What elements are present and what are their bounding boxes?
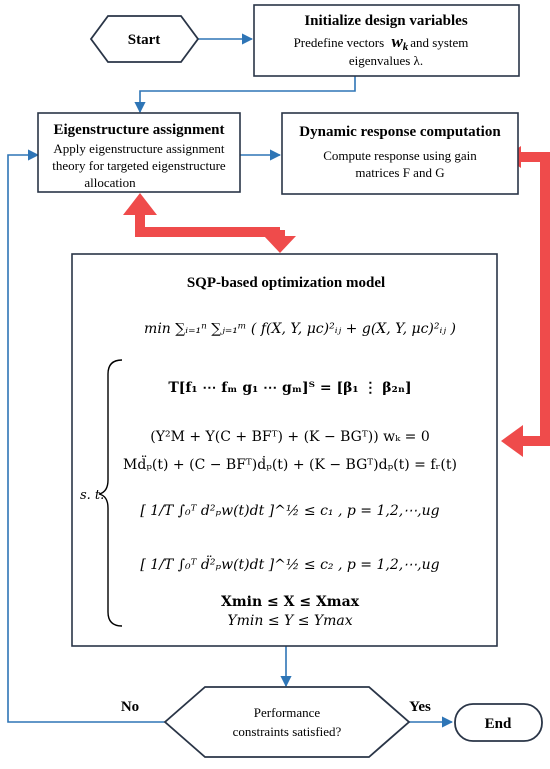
init-line1b: and system	[410, 35, 468, 50]
eig-line-2: theory for targeted eigenstructure	[52, 158, 226, 173]
start-node: Start	[89, 15, 200, 63]
constraint-2: (Y²M + Y(C + BFᵀ) + (K − BGᵀ)) wₖ = 0	[150, 429, 429, 445]
init-line1: Predefine vectors	[294, 35, 385, 50]
st-label: s. t.	[80, 488, 104, 503]
decision-line1: Performance	[254, 705, 321, 720]
init-box: Initialize design variables Predefine ve…	[253, 4, 520, 77]
flow-connectors	[7, 33, 454, 728]
dyn-title: Dynamic response computation	[299, 124, 501, 140]
constraint-1: T[f₁ ⋯ fₘ g₁ ⋯ gₘ]ᵀ = [β₁ ⋮ β₂ₙ]	[168, 380, 411, 396]
red-path-v	[275, 230, 285, 240]
init-var-w: w	[391, 32, 403, 51]
arrow-no-loop	[7, 149, 165, 723]
dyn-box: Dynamic response computation Compute res…	[281, 112, 519, 195]
red-right-vertical	[540, 152, 550, 446]
init-var-k: k	[403, 41, 409, 53]
red-right-bottom	[521, 436, 550, 446]
dyn-line-1: Compute response using gain	[323, 148, 477, 163]
eig-line-3: allocation	[84, 175, 136, 190]
eig-title: Eigenstructure assignment	[54, 122, 225, 138]
red-arrowhead-left	[501, 425, 523, 457]
constraint-5: [ 1/T ∫₀ᵀ d̈²ₚw(t)dt ]^½ ≤ c₂ , p = 1,2,…	[140, 554, 439, 573]
feedback-arrows	[123, 146, 550, 457]
arrow-init-to-eig	[134, 76, 356, 114]
init-line2: eigenvalues λ.	[349, 53, 423, 68]
sqp-objective: min ∑ᵢ₌₁ⁿ ∑ⱼ₌₁ᵐ ( f(X, Y, μc)²ᵢⱼ + g(X, …	[144, 321, 456, 337]
end-label: End	[485, 716, 512, 732]
constraint-3: Md̈ₚ(t) + (C − BFᵀ)ḋₚ(t) + (K − BGᵀ)dₚ(t…	[123, 454, 457, 473]
red-arrowhead-up	[123, 193, 157, 215]
decision-line2: constraints satisfied?	[233, 724, 342, 739]
sqp-box: SQP-based optimization model min ∑ᵢ₌₁ⁿ ∑…	[71, 253, 498, 647]
dyn-line-2: matrices F and G	[355, 165, 444, 180]
yes-label: Yes	[409, 699, 431, 715]
init-title: Initialize design variables	[304, 13, 468, 29]
sqp-title: SQP-based optimization model	[187, 275, 385, 291]
end-node: End	[454, 703, 543, 742]
red-arrowhead-down	[264, 236, 296, 253]
constraint-6: Xmin ≤ X ≤ Xmax	[221, 594, 360, 610]
constraint-7: Ymin ≤ Y ≤ Ymax	[227, 613, 352, 629]
constraint-4: [ 1/T ∫₀ᵀ d²ₚw(t)dt ]^½ ≤ c₁ , p = 1,2,⋯…	[140, 503, 439, 519]
start-label: Start	[128, 32, 161, 48]
no-label: No	[121, 699, 139, 715]
eig-line-1: Apply eigenstructure assignment	[53, 141, 225, 156]
constraint-brace	[98, 359, 123, 627]
decision-node: Performance constraints satisfied?	[163, 686, 411, 758]
eig-box: Eigenstructure assignment Apply eigenstr…	[37, 112, 241, 193]
red-path-h	[135, 215, 280, 237]
